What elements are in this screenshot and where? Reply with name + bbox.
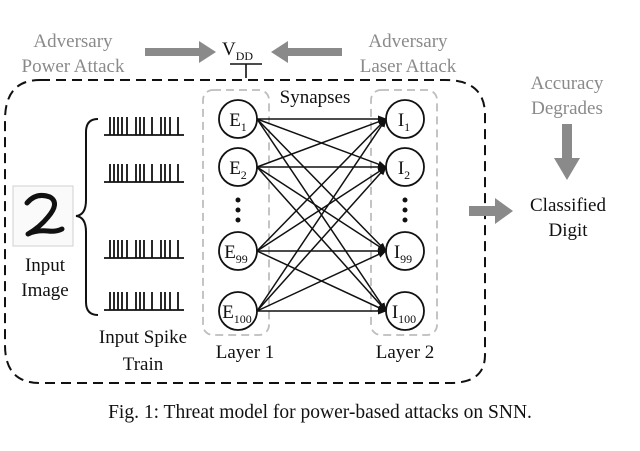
output-arrow-icon <box>469 198 513 224</box>
power-attack-label-line2: Power Attack <box>22 56 125 77</box>
spike-train <box>104 164 184 183</box>
output-label-line1: Classified <box>530 195 606 216</box>
layer2-neuron: I99 <box>385 231 425 271</box>
spike-train-label-line2: Train <box>123 354 164 375</box>
accuracy-label-line2: Degrades <box>531 98 603 119</box>
synapse-line <box>256 166 387 252</box>
spike-train <box>104 292 184 311</box>
layer1-box <box>202 89 270 336</box>
layer1-neuron: E2 <box>218 147 258 187</box>
accuracy-arrow-icon <box>554 124 580 180</box>
spike-train-label-line1: Input Spike <box>99 327 187 348</box>
svg-text:E99: E99 <box>224 242 248 266</box>
synapse-line <box>256 118 387 252</box>
svg-text:I99: I99 <box>394 242 412 266</box>
layer1-neuron: E99 <box>218 231 258 271</box>
synapse-line <box>256 118 387 312</box>
synapse-line <box>256 250 387 312</box>
svg-text:E100: E100 <box>222 302 252 326</box>
accuracy-label-line1: Accuracy <box>531 73 604 94</box>
svg-text:E2: E2 <box>229 158 247 182</box>
spike-train-icon <box>104 117 184 311</box>
layer2-label: Layer 2 <box>376 342 435 363</box>
svg-text:I100: I100 <box>392 302 416 326</box>
brace-icon <box>75 118 99 316</box>
input-image-label-line2: Image <box>21 280 68 301</box>
power-attack-label-line1: Adversary <box>33 31 113 52</box>
spike-train <box>104 240 184 259</box>
layer1-ellipsis <box>235 197 241 223</box>
chip-boundary <box>4 79 486 384</box>
layer2-neuron: I2 <box>385 147 425 187</box>
layer1-neuron: E100 <box>218 291 258 331</box>
layer2-neuron: I100 <box>385 291 425 331</box>
laser-attack-label-line1: Adversary <box>368 31 448 52</box>
layer1-label: Layer 1 <box>216 342 275 363</box>
figure-caption: Fig. 1: Threat model for power-based att… <box>108 402 532 423</box>
svg-text:I2: I2 <box>398 158 410 182</box>
layer1-neuron: E1 <box>218 99 258 139</box>
ground-symbol-icon <box>230 63 262 78</box>
layer2-box <box>370 89 438 336</box>
synapse-line <box>256 166 387 312</box>
layer2-neuron: I1 <box>385 99 425 139</box>
handwritten-digit-icon <box>24 193 65 237</box>
layer2-ellipsis <box>402 197 408 223</box>
svg-text:I1: I1 <box>398 110 410 134</box>
input-image-label-line1: Input <box>25 255 66 276</box>
svg-text:E1: E1 <box>229 110 247 134</box>
laser-attack-label-line2: Laser Attack <box>360 56 457 77</box>
synapse-connections <box>256 115 387 315</box>
power-attack-arrow-icon <box>145 41 216 63</box>
spike-train <box>104 117 184 136</box>
synapse-line <box>256 118 387 168</box>
laser-attack-arrow-icon <box>271 41 342 63</box>
vdd-label: VDD <box>222 39 253 63</box>
input-image <box>12 185 74 247</box>
synapses-label: Synapses <box>280 87 351 108</box>
output-label-line2: Digit <box>548 220 588 241</box>
